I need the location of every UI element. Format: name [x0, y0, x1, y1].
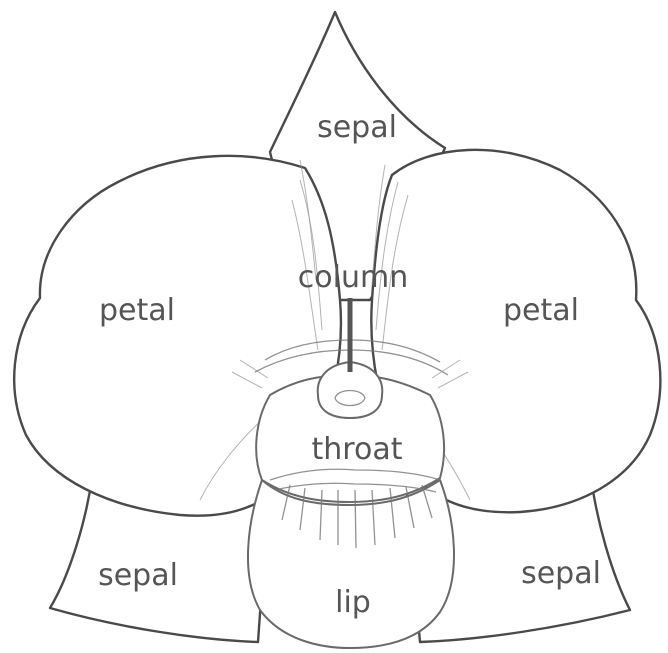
label-lip: lip — [335, 585, 371, 620]
label-column: column — [298, 260, 408, 295]
label-sepal-top: sepal — [317, 110, 397, 145]
label-petal-left: petal — [99, 293, 175, 328]
label-sepal-left: sepal — [98, 558, 178, 593]
label-petal-right: petal — [503, 293, 579, 328]
label-sepal-right: sepal — [521, 556, 601, 591]
label-throat: throat — [312, 432, 403, 467]
lip-shape — [248, 480, 454, 648]
